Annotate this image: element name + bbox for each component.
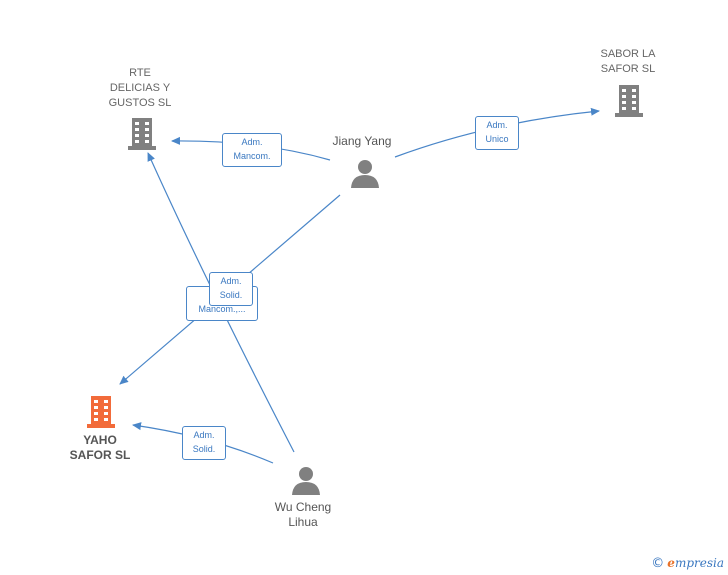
edge-label-jiang-rte[interactable]: Adm. Mancom. (222, 133, 282, 167)
building-icon[interactable] (126, 116, 158, 150)
label-line: Lihua (288, 515, 318, 529)
edge-label-jiang-sabor[interactable]: Adm. Unico (475, 116, 519, 150)
person-icon[interactable] (350, 158, 380, 188)
label-line: Wu Cheng (274, 500, 332, 514)
label-line: GUSTOS SL (108, 97, 172, 109)
edge-label-line: Mancom.,... (198, 304, 246, 314)
building-icon-primary[interactable] (85, 394, 117, 428)
label-line: RTE (129, 67, 151, 79)
label-line: DELICIAS Y (109, 82, 171, 94)
copyright-icon: © (651, 556, 665, 571)
brand-initial: e (667, 556, 675, 570)
building-icon[interactable] (613, 83, 645, 117)
edge-label-line: Mancom. (233, 151, 271, 161)
edge-label-line: Adm. (220, 276, 242, 286)
person-label-wu-cheng-lihua[interactable]: Wu Cheng Lihua (263, 500, 343, 530)
company-label-sabor-la-safor[interactable]: SABOR LA SAFOR SL (588, 47, 668, 77)
label-line: YAHO (83, 433, 117, 447)
person-icon[interactable] (291, 465, 321, 495)
brand-name: mpresia (674, 556, 724, 570)
label-line: SAFOR SL (69, 448, 131, 462)
edge-label-line: Adm. (193, 430, 215, 440)
edge-label-jiang-yaho[interactable]: Adm. Solid. (209, 272, 253, 306)
person-label-jiang-yang[interactable]: Jiang Yang (322, 134, 402, 149)
label-line: Jiang Yang (332, 134, 392, 148)
brand-logo: ©empresia (651, 556, 724, 571)
edge-label-line: Solid. (192, 444, 216, 454)
edge-label-line: Adm. (486, 120, 508, 130)
edge-label-line: Solid. (219, 290, 243, 300)
label-line: SAFOR SL (600, 63, 656, 75)
edge-label-line: Unico (485, 134, 509, 144)
company-label-rte-delicias[interactable]: RTE DELICIAS Y GUSTOS SL (100, 66, 180, 111)
label-line: SABOR LA (600, 48, 656, 60)
company-label-yaho-safor[interactable]: YAHO SAFOR SL (60, 433, 140, 463)
edge-label-line: Adm. (241, 137, 263, 147)
edge-label-wu-yaho[interactable]: Adm. Solid. (182, 426, 226, 460)
